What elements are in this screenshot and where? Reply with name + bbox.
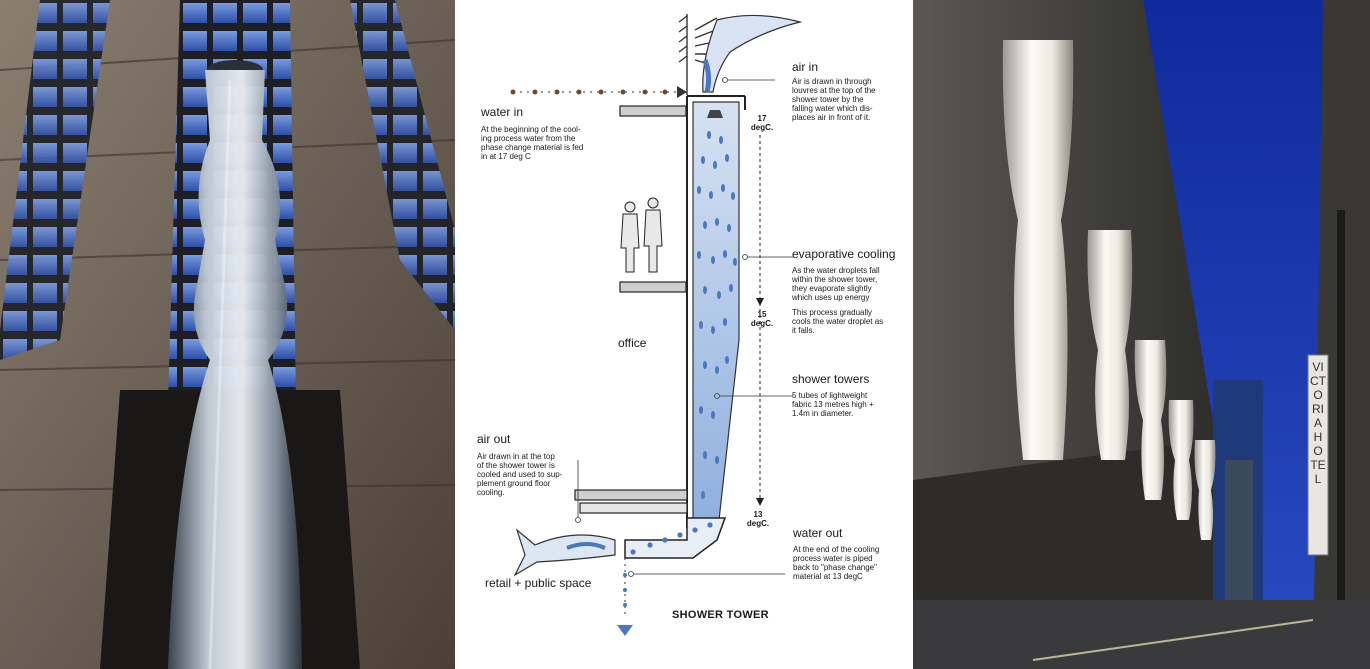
gradient-arrow-mid — [756, 298, 764, 306]
facade-illustration — [0, 0, 455, 669]
text-line: of the shower tower is — [477, 461, 592, 470]
evaporative-cooling-body-2: This process gradually cools the water d… — [792, 308, 912, 335]
retail-label: retail + public space — [485, 576, 591, 590]
air-out-arrow — [515, 530, 615, 575]
text-line: cools the water droplet as — [792, 317, 912, 326]
shower-tower-diagram: air in Air is drawn in through louvres a… — [455, 0, 913, 669]
evaporative-cooling-heading: evaporative cooling — [792, 247, 912, 261]
text-line: falling water which dis- — [792, 104, 912, 113]
text-line: fabric 13 metres high + — [792, 400, 912, 409]
text-line: phase change material is fed — [481, 143, 606, 152]
temp-17: 17 degC. — [749, 114, 775, 132]
text-line: they evaporate slightly — [792, 284, 912, 293]
shower-towers-label-group: shower towers 5 tubes of lightweight fab… — [792, 372, 912, 418]
text-line: Air drawn in at the top — [477, 452, 592, 461]
text-line: process water is piped — [793, 554, 911, 563]
text-line: shower tower by the — [792, 95, 912, 104]
gradient-arrow-bottom — [756, 498, 764, 506]
evaporative-cooling-body: As the water droplets fall within the sh… — [792, 266, 912, 302]
text-line: This process gradually — [792, 308, 912, 317]
text-line: back to "phase change" — [793, 563, 911, 572]
text-line: places air in front of it. — [792, 113, 912, 122]
evaporative-cooling-label-group: evaporative cooling As the water droplet… — [792, 247, 912, 335]
street — [913, 600, 1370, 669]
shower-towers-body: 5 tubes of lightweight fabric 13 metres … — [792, 391, 912, 418]
temp-unit: degC. — [749, 123, 775, 132]
office-label: office — [618, 336, 646, 350]
text-line: At the end of the cooling — [793, 545, 911, 554]
shower-towers-heading: shower towers — [792, 372, 912, 386]
air-out-label-group: air out Air drawn in at the top of the s… — [477, 432, 592, 497]
temp-13: 13 degC. — [745, 510, 771, 528]
temp-value: 15 — [749, 310, 775, 319]
text-line: material at 13 degC — [793, 572, 911, 581]
temp-value: 13 — [745, 510, 771, 519]
text-line: in at 17 deg C — [481, 152, 606, 161]
text-line: 1.4m in diameter. — [792, 409, 912, 418]
text-line: 5 tubes of lightweight — [792, 391, 912, 400]
occupant-figures — [621, 198, 662, 272]
hotel-sign-text: VICTORIA HOTEL — [1310, 360, 1326, 486]
text-line: cooling. — [477, 488, 592, 497]
air-out-heading: air out — [477, 432, 592, 446]
air-in-body: Air is drawn in through louvres at the t… — [792, 77, 912, 122]
air-in-arrow — [703, 15, 800, 92]
text-line: cooled and used to sup- — [477, 470, 592, 479]
water-in-body: At the beginning of the cool- ing proces… — [481, 125, 606, 161]
water-in-heading: water in — [481, 105, 606, 119]
air-in-label-group: air in Air is drawn in through louvres a… — [792, 60, 912, 122]
distant-tower-2 — [1225, 460, 1253, 610]
diagram-title: SHOWER TOWER — [672, 609, 769, 621]
water-out-label-group: water out At the end of the cooling proc… — [793, 526, 911, 581]
text-line: within the shower tower, — [792, 275, 912, 284]
photo-street-night: VICTORIA HOTEL — [913, 0, 1370, 669]
text-line: it falls. — [792, 326, 912, 335]
temp-unit: degC. — [749, 319, 775, 328]
text-line: Air is drawn in through — [792, 77, 912, 86]
water-in-label-group: water in At the beginning of the cool- i… — [481, 105, 606, 161]
text-line: At the beginning of the cool- — [481, 125, 606, 134]
water-in-dots — [511, 90, 668, 95]
text-line: ing process water from the — [481, 134, 606, 143]
text-line: As the water droplets fall — [792, 266, 912, 275]
water-out-heading: water out — [793, 526, 911, 540]
text-line: plement ground floor — [477, 479, 592, 488]
air-out-body: Air drawn in at the top of the shower to… — [477, 452, 592, 497]
water-out-body: At the end of the cooling process water … — [793, 545, 911, 581]
photo-tower-facade — [0, 0, 455, 669]
air-in-heading: air in — [792, 60, 912, 74]
text-line: louvres at the top of the — [792, 86, 912, 95]
temp-15: 15 degC. — [749, 310, 775, 328]
temp-unit: degC. — [745, 519, 771, 528]
water-in-arrowhead — [677, 86, 687, 98]
water-out-arrowhead — [617, 625, 633, 636]
text-line: which uses up energy — [792, 293, 912, 302]
temp-value: 17 — [749, 114, 775, 123]
street-illustration — [913, 0, 1370, 669]
